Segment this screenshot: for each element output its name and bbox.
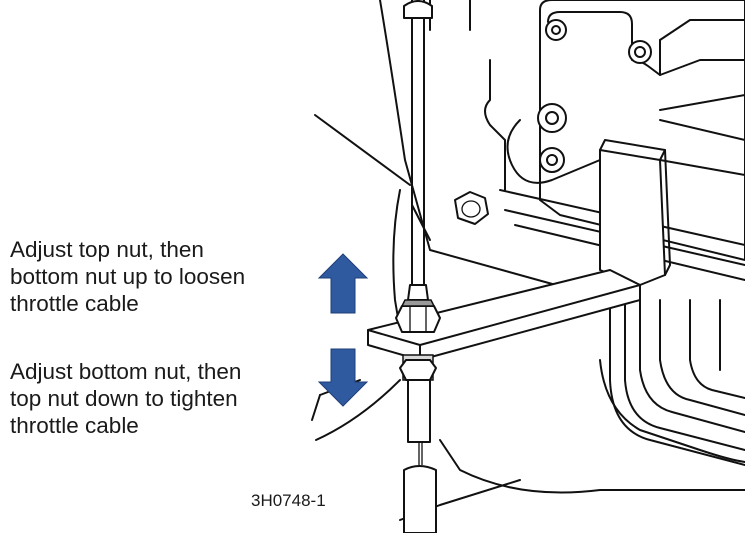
figure-identifier: 3H0748-1: [251, 491, 326, 510]
loosen-instruction: Adjust top nut, then bottom nut up to lo…: [10, 237, 246, 316]
engine-housing: [429, 0, 745, 281]
arrow-down-icon: [317, 348, 369, 407]
tighten-instruction: Adjust bottom nut, then top nut down to …: [10, 359, 242, 438]
arrow-up-icon: [317, 253, 369, 314]
throttle-bracket: [367, 139, 671, 361]
throttle-cable: [395, 0, 441, 533]
lower-housing: [599, 289, 745, 466]
